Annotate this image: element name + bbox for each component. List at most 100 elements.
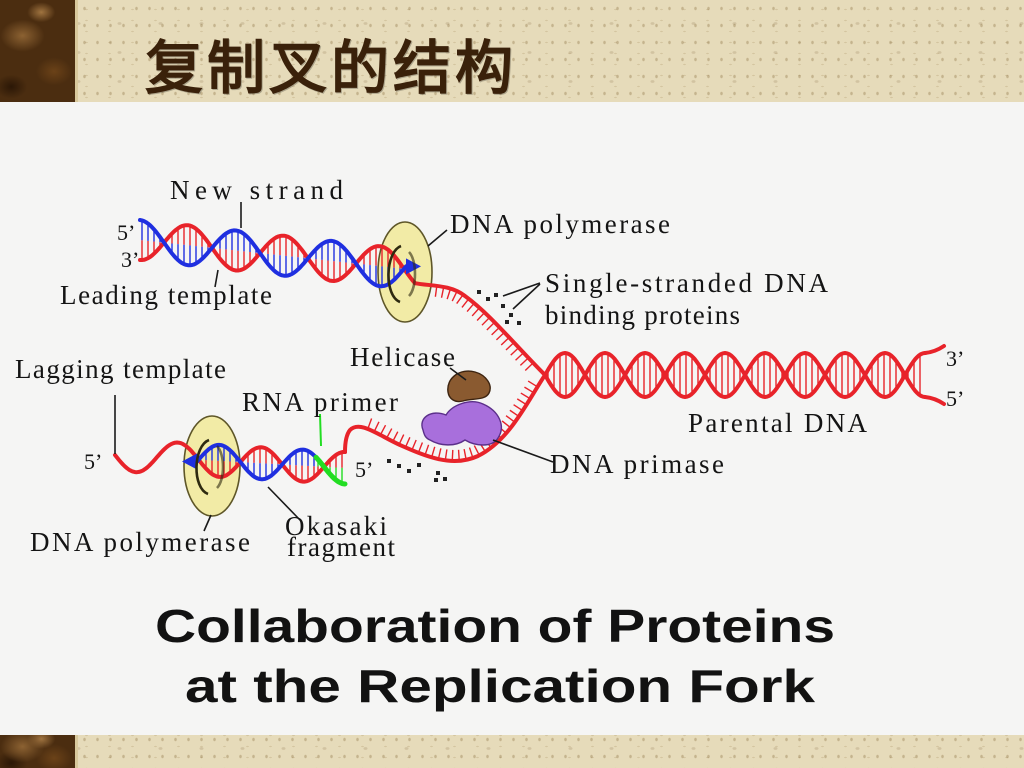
ssb-protein-dot: [505, 320, 509, 324]
label-okasaki: Okasaki: [285, 511, 387, 541]
okazaki-fragment-strand: [195, 442, 318, 482]
leading-template-base: [486, 321, 496, 331]
label-dna-primase: DNA primase: [550, 449, 724, 479]
dna-polymerase-clamp-top: [407, 251, 417, 297]
label-new-strand: New strand: [170, 175, 344, 205]
label-parental-3-prime: 3’: [946, 346, 964, 371]
leading-template-base: [495, 331, 505, 341]
lagging-template-base: [437, 448, 442, 460]
leading-template-base: [476, 312, 486, 321]
lagging-template-base: [520, 392, 531, 400]
leading-template-base: [434, 285, 438, 297]
label-parental-dna: Parental DNA: [688, 408, 868, 438]
polymerase-clamps: [195, 244, 417, 496]
leading-template-base: [505, 342, 515, 351]
leading-template-base: [466, 302, 475, 313]
lagging-template-base: [373, 421, 380, 433]
lagging-template-base: [385, 428, 393, 439]
lagging-template-base: [424, 444, 430, 456]
label-fragment: fragment: [287, 532, 395, 562]
leader-line-okazaki: [267, 486, 301, 521]
ssb-protein-dot: [501, 304, 505, 308]
lagging-template-base: [392, 431, 399, 442]
ssb-protein-dot: [517, 321, 521, 325]
diagram-panel: New strand 5’ 3’ DNA polymerase Leading …: [0, 102, 1024, 735]
label-dna-polymerase-bottom: DNA polymerase: [30, 527, 250, 557]
lagging-template-base: [468, 447, 474, 459]
lagging-template-base: [411, 439, 417, 451]
leader-line-polymerase-top: [427, 229, 448, 247]
leading-template-base: [440, 286, 445, 298]
lagging-template-base: [516, 398, 527, 406]
leader-line-helicase: [449, 367, 467, 381]
label-dna-polymerase-top: DNA polymerase: [450, 209, 670, 239]
leader-lines: [114, 202, 554, 532]
ssb-protein-dot: [443, 477, 447, 481]
label-lagging-5-prime: 5’: [84, 449, 102, 474]
slide-title: 复制叉的结构: [145, 34, 518, 102]
leading-template-base: [461, 298, 470, 308]
lagging-template-base: [505, 415, 516, 423]
lagging-template-base: [527, 380, 538, 388]
lagging-template-base: [404, 437, 411, 448]
diagram-labels: New strand 5’ 3’ DNA polymerase Leading …: [15, 175, 964, 562]
leading-template-base: [456, 294, 464, 304]
lagging-template-base: [524, 386, 535, 394]
label-ssb-line1: Single-stranded DNA: [545, 268, 829, 298]
leading-template-base: [471, 307, 481, 317]
lagging-template-base: [501, 420, 512, 429]
ssb-protein-dot: [494, 293, 498, 297]
leader-line-ssb: [502, 282, 541, 297]
label-lagging-template: Lagging template: [15, 354, 226, 384]
lagging-template-base: [417, 442, 424, 454]
ssb-protein-dot: [434, 478, 438, 482]
leading-template-base: [446, 288, 452, 300]
dna-strands: [113, 218, 946, 487]
leader-line-ssb: [512, 283, 541, 310]
ssb-protein-dot: [509, 313, 513, 317]
dna-polymerase-clamp-bottom: [215, 445, 225, 489]
ssb-protein-dot: [477, 290, 481, 294]
ssb-protein-dot: [417, 463, 421, 467]
decorative-corner-top: [0, 0, 78, 102]
leading-template-base: [524, 362, 534, 372]
leader-line-primase: [492, 439, 554, 463]
replication-fork-diagram: New strand 5’ 3’ DNA polymerase Leading …: [15, 175, 964, 712]
lagging-template-strand: [113, 440, 347, 484]
leading-template-base: [515, 352, 525, 361]
label-leading-5-prime: 5’: [117, 220, 135, 245]
lagging-template-base: [430, 446, 436, 458]
okazaki-fragment-arrowhead: [182, 453, 197, 470]
label-parental-5-prime: 5’: [946, 386, 964, 411]
decorative-corner-bottom: [0, 735, 78, 768]
parental-dna-strand: [543, 351, 927, 399]
lagging-template-base: [451, 449, 454, 461]
rna-primer-strand: [313, 454, 348, 487]
label-leading-template: Leading template: [60, 280, 272, 310]
leading-template-base: [500, 336, 510, 346]
primase: [421, 401, 502, 446]
lagging-template-base: [473, 445, 480, 456]
leading-template-base: [451, 290, 458, 302]
leading-template-strand: [138, 223, 417, 286]
parental-dna-5-prime-end: [923, 395, 946, 406]
dna-polymerase-clamp-bottom: [195, 438, 210, 496]
lagging-template-base: [444, 449, 448, 461]
ssb-protein-dot: [387, 459, 391, 463]
lagging-template-base: [367, 418, 373, 430]
leader-line-polymerase-bottom: [203, 514, 212, 532]
lagging-template-base: [457, 449, 460, 461]
parental-dna-3-prime-end: [923, 344, 946, 355]
label-ssb-line2: binding proteins: [545, 300, 740, 330]
lagging-template-base: [513, 404, 524, 412]
ssb-protein-dot: [407, 469, 411, 473]
lagging-template-base: [463, 448, 467, 461]
label-helicase: Helicase: [350, 342, 455, 372]
new-strand: [138, 218, 408, 289]
lagging-template-base: [509, 409, 520, 418]
leading-template-base: [491, 326, 501, 336]
ssb-protein-dot: [486, 297, 490, 301]
lagging-template-base: [379, 424, 387, 436]
leading-template-base: [510, 347, 520, 356]
parental-dna-strand: [543, 351, 927, 399]
